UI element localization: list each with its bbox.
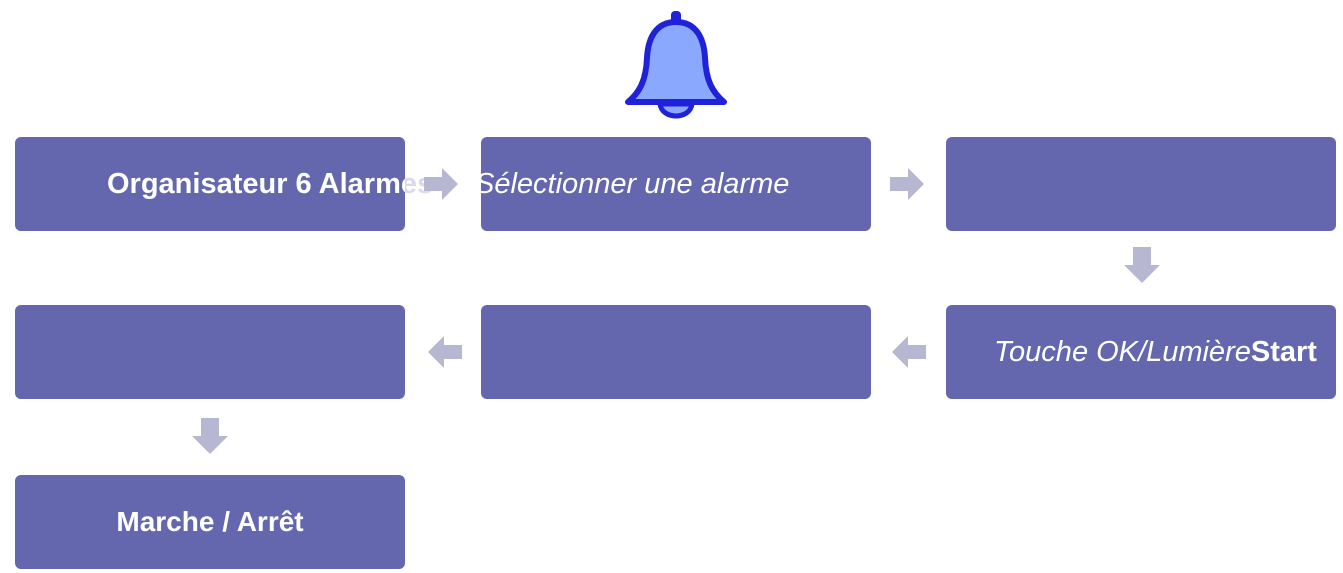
arrow-icon xyxy=(1124,247,1160,283)
step-box-4-label-italic: Touche OK/Lumière xyxy=(994,335,1251,368)
step-box-5 xyxy=(481,305,871,399)
step-box-1-label: Organisateur 6 Alarmes xyxy=(107,167,405,200)
step-box-6 xyxy=(15,305,405,399)
step-box-4-label-bold: Start xyxy=(1250,335,1317,368)
arrow-icon xyxy=(428,336,462,368)
step-box-2-label: Sélectionner une alarme xyxy=(481,167,790,200)
step-box-3 xyxy=(946,137,1336,231)
arrow-icon xyxy=(424,168,458,200)
arrow-icon xyxy=(192,418,228,454)
arrow-icon xyxy=(892,336,926,368)
step-box-2: Sélectionner une alarme xyxy=(481,137,871,231)
step-box-7-label: Marche / Arrêt xyxy=(116,506,304,537)
bell-icon xyxy=(625,11,727,119)
arrow-icon xyxy=(890,168,924,200)
step-box-7: Marche / Arrêt xyxy=(15,475,405,569)
step-box-1: Organisateur 6 Alarmes xyxy=(15,137,405,231)
